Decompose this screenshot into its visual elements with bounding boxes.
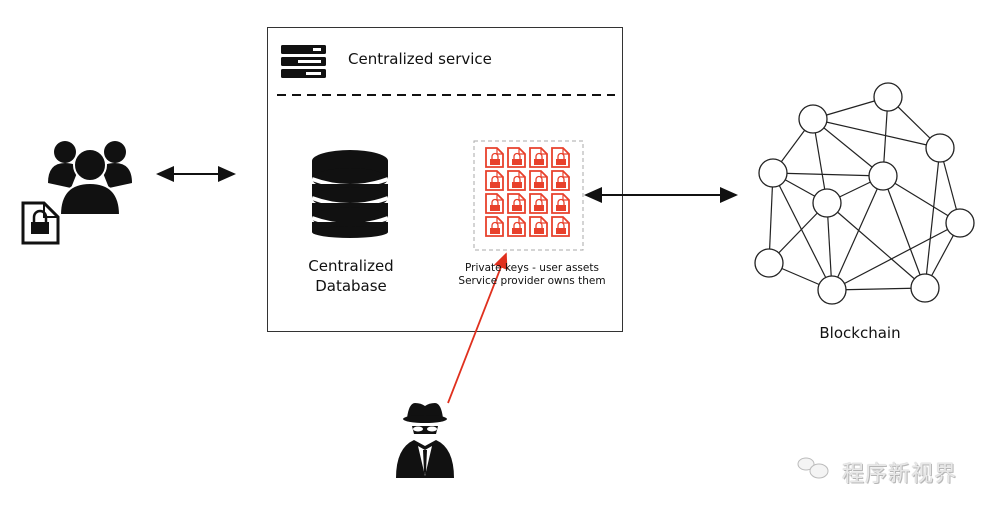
blockchain-edge (924, 147, 941, 289)
private-keys-grid (485, 147, 570, 237)
locked-file-icon (507, 147, 526, 168)
locked-file-icon (485, 170, 504, 191)
attack-arrow (447, 252, 508, 404)
locked-file-icon (485, 193, 504, 214)
blockchain-edge (882, 175, 926, 289)
wechat-icon (797, 457, 829, 479)
locked-file-icon (551, 147, 570, 168)
locked-file-icon (507, 193, 526, 214)
locked-file-icon (21, 201, 60, 245)
keys-label: Private keys - user assets Service provi… (452, 262, 612, 288)
blockchain-node (758, 158, 788, 188)
spy-icon (396, 403, 454, 478)
blockchain-node (817, 275, 847, 305)
blockchain-edge (812, 118, 941, 149)
server-stack-icon (281, 45, 326, 78)
blockchain-label: Blockchain (819, 324, 901, 342)
blockchain-edge (812, 118, 884, 177)
blockchain-node (798, 104, 828, 134)
locked-file-icon (551, 170, 570, 191)
locked-file-icon (507, 216, 526, 237)
database-label: Centralized Database (296, 256, 406, 296)
centralized-service-box (267, 27, 623, 332)
blockchain-node (925, 133, 955, 163)
database-label-line2: Database (315, 277, 387, 295)
blockchain-edge (831, 222, 961, 291)
blockchain-edges (768, 96, 961, 291)
blockchain-node (945, 208, 975, 238)
locked-file-icon (529, 147, 548, 168)
blockchain-edge (768, 172, 774, 264)
blockchain-edge (772, 172, 884, 177)
locked-file-icon (529, 170, 548, 191)
locked-file-icon (485, 216, 504, 237)
keys-label-line1: Private keys - user assets (465, 262, 599, 274)
database-label-line1: Centralized (308, 257, 394, 275)
keys-container (473, 140, 584, 251)
users-group-icon (48, 141, 132, 216)
blockchain-node (868, 161, 898, 191)
blockchain-node (812, 188, 842, 218)
database-icon (311, 150, 389, 238)
watermark-text: 程序新视界 (842, 462, 958, 487)
blockchain-node (873, 82, 903, 112)
locked-file-icon (551, 193, 570, 214)
blockchain-edge (831, 175, 884, 291)
locked-file-icon (529, 216, 548, 237)
locked-file-icon (507, 170, 526, 191)
service-title: Centralized service (348, 50, 492, 68)
locked-file-icon (529, 193, 548, 214)
blockchain-node (754, 248, 784, 278)
blockchain-node (910, 273, 940, 303)
blockchain-nodes (754, 82, 975, 305)
blockchain-edge (826, 202, 926, 289)
blockchain-edge (831, 287, 926, 291)
locked-file-icon (551, 216, 570, 237)
keys-label-line2: Service provider owns them (458, 275, 606, 287)
locked-file-icon (485, 147, 504, 168)
blockchain-edge (882, 175, 961, 224)
blockchain-edge (772, 172, 833, 291)
